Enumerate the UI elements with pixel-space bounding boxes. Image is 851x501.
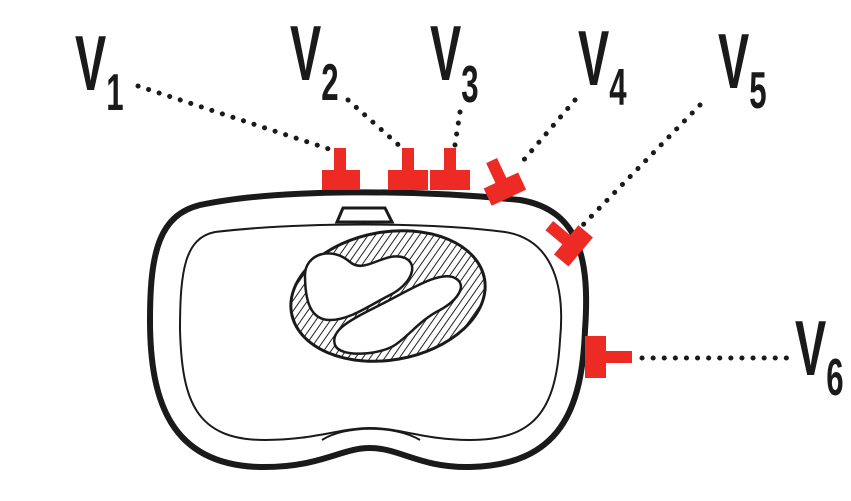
leader-line-v2	[345, 97, 405, 151]
electrode-v3	[430, 148, 470, 190]
electrode-v4	[483, 157, 527, 206]
electrode-v2	[388, 148, 428, 190]
leader-line-v3	[452, 109, 463, 148]
label-v1: V1	[75, 20, 124, 122]
leader-line-v5	[575, 102, 703, 233]
leader-line-v4	[519, 97, 578, 165]
sternum	[334, 206, 395, 224]
spine-curve	[321, 427, 421, 441]
heart	[289, 229, 487, 363]
label-v6: V6	[795, 305, 844, 407]
label-v5: V5	[718, 18, 767, 120]
chest-inner-outline	[178, 223, 563, 442]
leader-line-v1	[135, 83, 335, 153]
electrode-v6	[585, 336, 632, 378]
electrode-v5	[545, 221, 593, 267]
label-v4: V4	[578, 15, 627, 117]
electrode-v1	[322, 148, 360, 190]
label-v3: V3	[430, 10, 479, 114]
label-v2: V2	[290, 10, 339, 112]
